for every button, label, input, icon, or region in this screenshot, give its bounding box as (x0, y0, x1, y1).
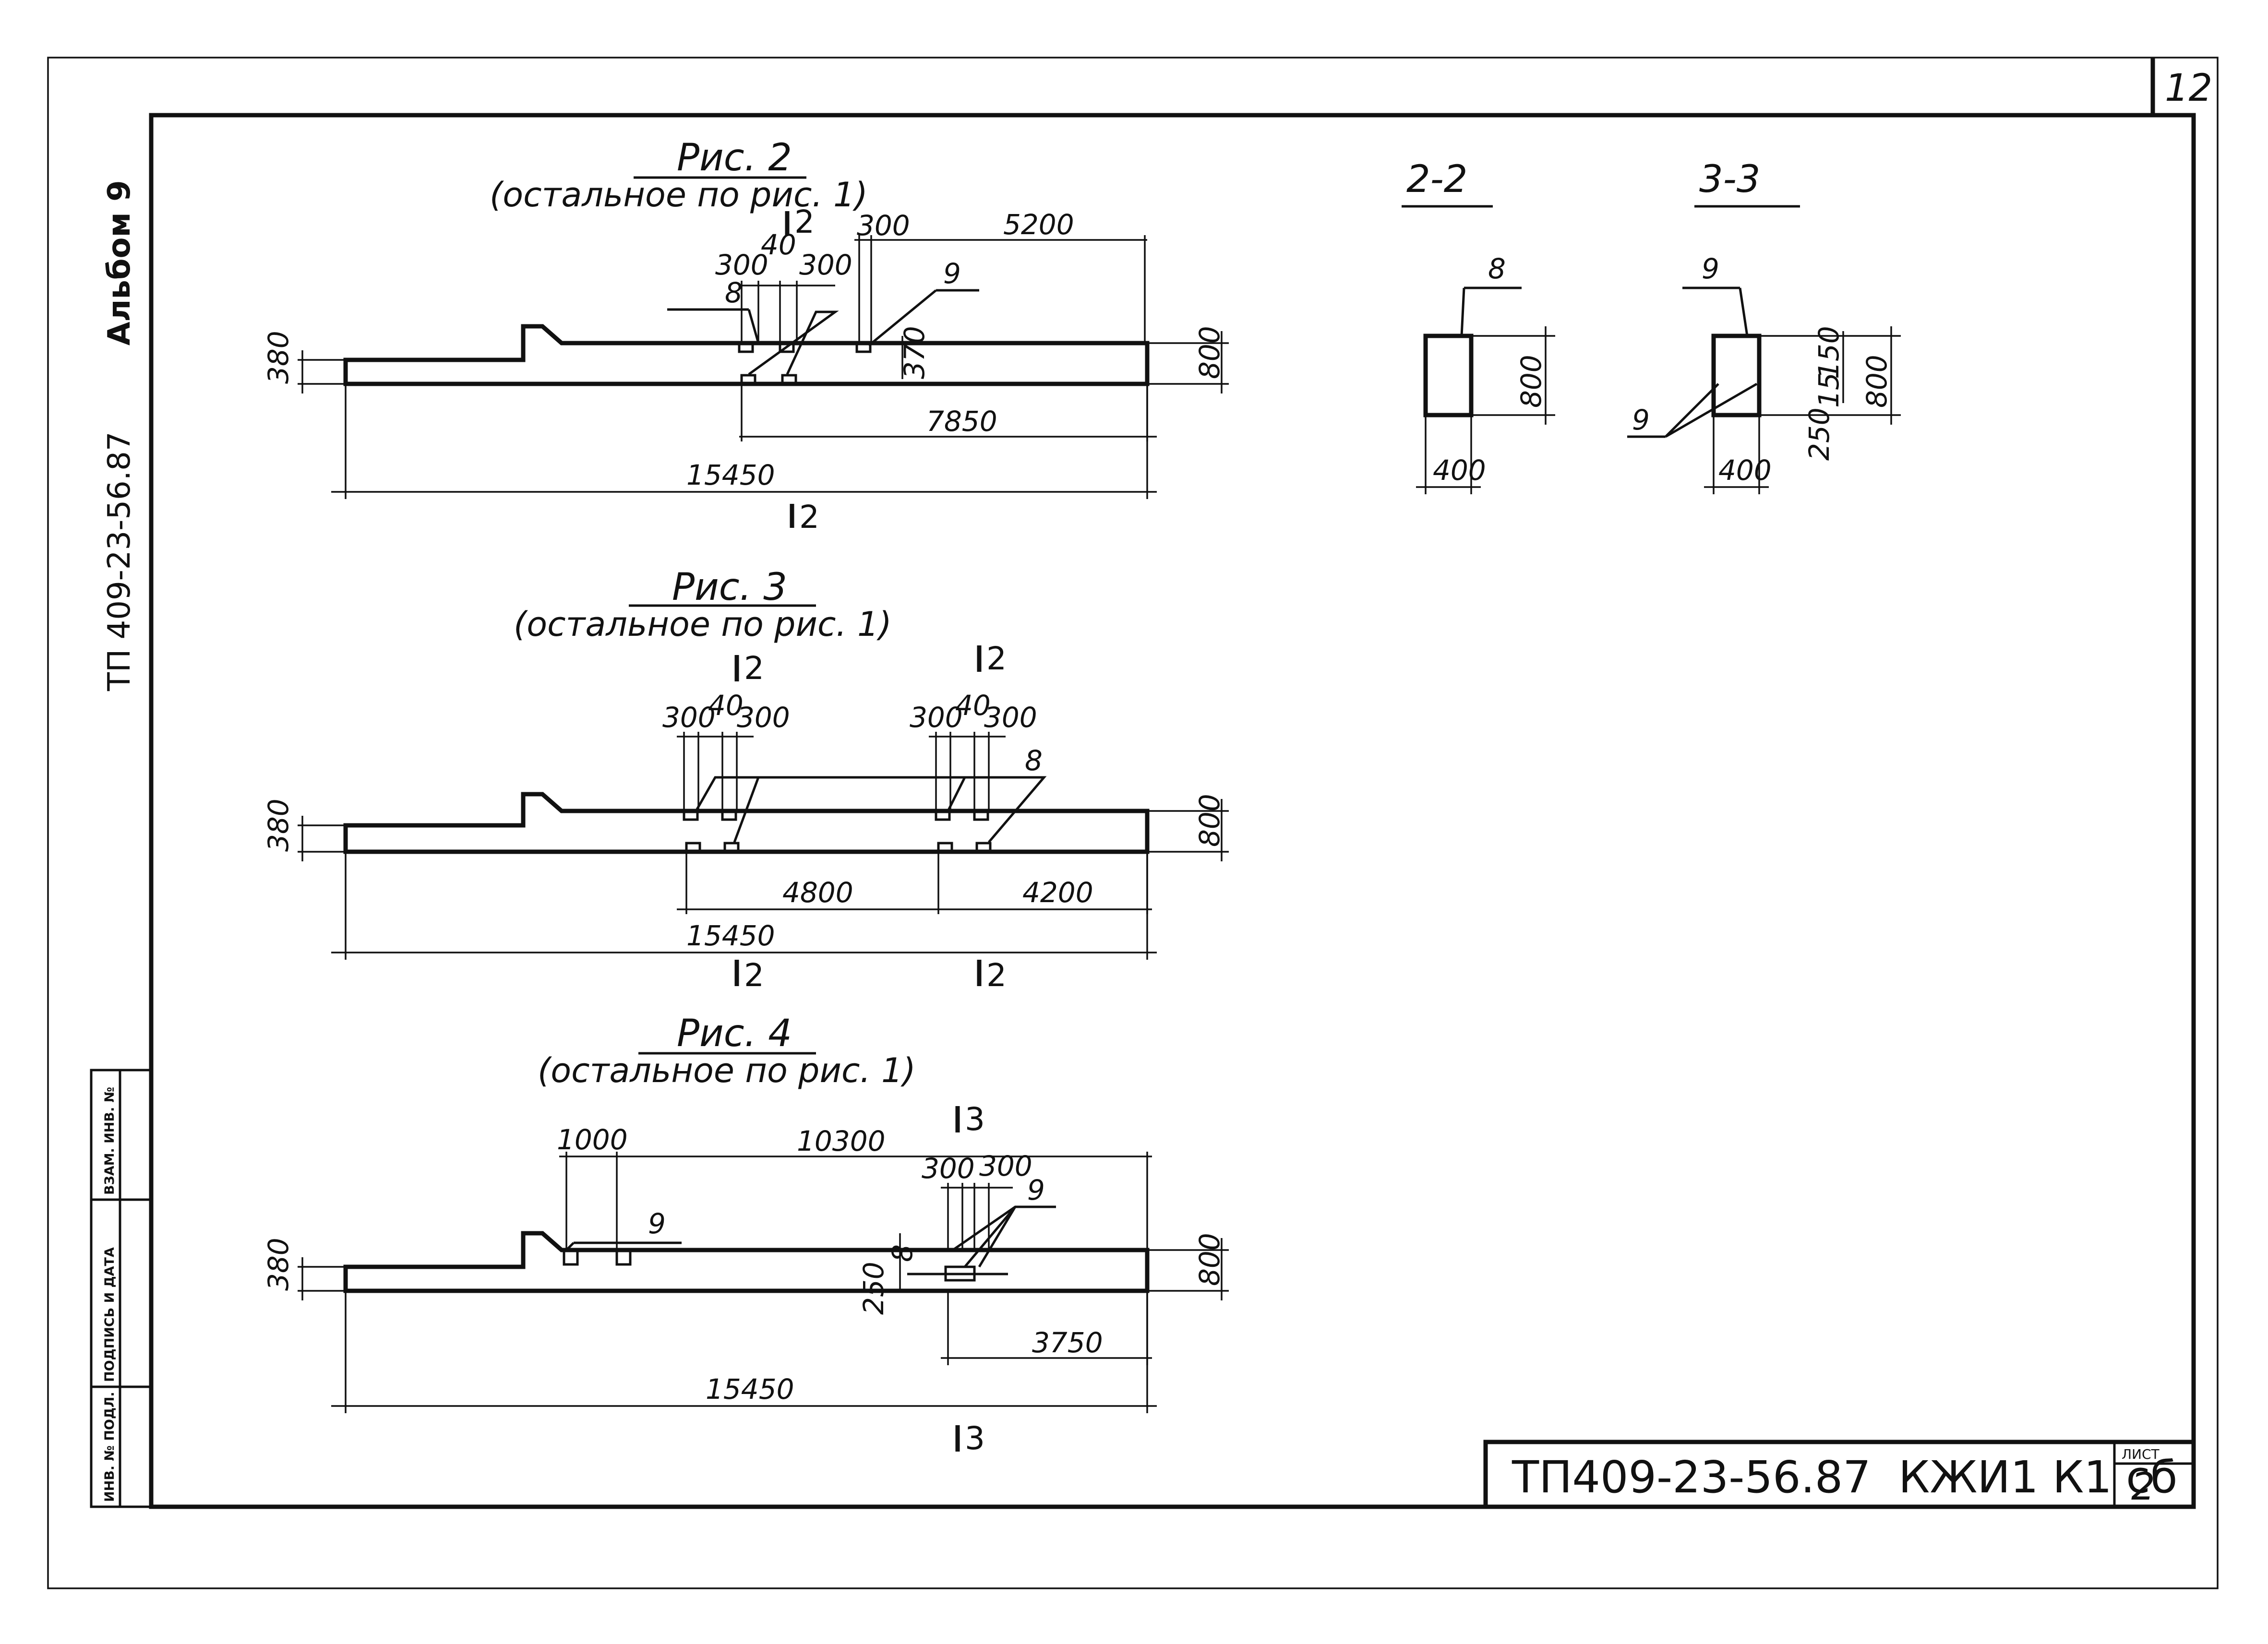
fig4-cut-top: 3 (965, 1101, 985, 1138)
fig2-dim-5200: 5200 (1003, 208, 1074, 241)
box-inv-no: ИНВ. № ПОДЛ. (102, 1392, 117, 1502)
fig3-dim-300d: 300 (984, 701, 1037, 734)
fig4-dim-300a: 300 (922, 1152, 975, 1185)
fig2-dim-40: 40 (761, 228, 796, 261)
fig4-pos-9b: 9 (1027, 1174, 1045, 1206)
fig2-title: Рис. 2 (677, 136, 792, 179)
fig3-dim-300b: 300 (737, 701, 790, 734)
fig4-cut-bottom: 3 (965, 1420, 985, 1457)
section-2-2: 2-2 8 800 400 (1402, 158, 1555, 494)
fig3-subtitle: (остальное по рис. 1) (514, 605, 892, 644)
fig3-dim-15450: 15450 (686, 919, 775, 952)
fig4-dim-800: 800 (1193, 1233, 1226, 1286)
fig2-dim-300c: 300 (857, 209, 910, 242)
fig4-dim-1000: 1000 (557, 1123, 628, 1156)
list-label: ЛИСТ (2122, 1446, 2160, 1462)
fig2-subtitle: (остальное по рис. 1) (490, 175, 868, 214)
fig2-dim-380: 380 (262, 331, 295, 384)
fig4-dim-8: 8 (886, 1244, 919, 1262)
sec22-outline (1423, 334, 1474, 417)
sec33-pos-9-top: 9 (1702, 252, 1719, 285)
figure-3: Рис. 3 (остальное по рис. 1) 2 2 2 2 8 (262, 566, 1229, 994)
fig4-dim-250: 250 (857, 1262, 890, 1315)
sec33-title: 3-3 (1699, 158, 1760, 201)
section-3-3: 3-3 9 9 800 150 15 250 400 (1627, 158, 1901, 494)
sec33-pos-9-left: 9 (1632, 404, 1650, 436)
approval-boxes: ИНВ. № ПОДЛ. ПОДПИСЬ И ДАТА ВЗАМ. ИНВ. № (90, 1069, 153, 1508)
fig3-beam-outline (343, 792, 1150, 854)
fig3-dim-4800: 4800 (782, 876, 853, 909)
fig4-dim-380: 380 (262, 1238, 295, 1291)
stamp-code: ТП409-23-56.87 (1512, 1452, 1871, 1503)
fig3-cut-4: 2 (986, 957, 1007, 994)
fig3-title: Рис. 3 (672, 566, 787, 609)
sec33-outline (1711, 334, 1762, 417)
outer-frame (47, 57, 2219, 1589)
stamp-mark: КЖИ1 К1 сб (1898, 1452, 2177, 1503)
sec33-dim-15: 15 (1812, 372, 1845, 408)
fig3-dim-40a: 40 (708, 689, 744, 722)
fig2-dim-800: 800 (1193, 326, 1226, 379)
box-replace-no: ВЗАМ. ИНВ. № (102, 1087, 117, 1195)
page-number: 12 (2165, 67, 2212, 110)
title-block: ТП409-23-56.87 КЖИ1 К1 сб ЛИСТ 2 (1483, 1440, 2196, 1509)
fig3-cut-3: 2 (744, 957, 764, 994)
fig4-beam-outline (343, 1231, 1150, 1293)
figure-2: Рис. 2 (остальное по рис. 1) 2 2 8 9 300… (262, 136, 1229, 536)
inner-frame (149, 113, 2196, 1509)
fig2-dim-370: 370 (898, 326, 931, 379)
fig4-title: Рис. 4 (677, 1012, 792, 1055)
fig3-cut-2: 2 (986, 640, 1007, 677)
fig2-dim-300a: 300 (715, 249, 768, 281)
sec33-dim-150: 150 (1812, 326, 1845, 379)
fig4-subtitle: (остальное по рис. 1) (538, 1051, 916, 1090)
sec33-dim-250: 250 (1803, 407, 1836, 461)
fig4-dim-300b: 300 (979, 1150, 1032, 1182)
album-label: Альбом 9 (102, 180, 137, 345)
fig3-dim-4200: 4200 (1022, 876, 1093, 909)
fig3-dim-300a: 300 (662, 701, 716, 734)
sec22-dim-400: 400 (1433, 454, 1486, 487)
sec22-dim-800: 800 (1515, 355, 1548, 408)
sec22-pos-8: 8 (1488, 252, 1506, 285)
fig2-cut-top: 2 (794, 203, 815, 240)
list-number: 2 (2131, 1465, 2155, 1509)
sec33-dim-400: 400 (1718, 454, 1772, 487)
fig3-dim-800: 800 (1193, 794, 1226, 847)
fig2-pos-9: 9 (943, 257, 961, 290)
fig2-dim-15450: 15450 (686, 459, 775, 491)
sec22-title: 2-2 (1406, 158, 1467, 201)
fig2-beam-outline (343, 324, 1150, 386)
fig3-dim-40b: 40 (955, 689, 991, 722)
fig2-pos-8: 8 (725, 276, 743, 309)
sec33-dim-800: 800 (1860, 355, 1893, 408)
fig4-pos-9a: 9 (648, 1207, 666, 1240)
fig4-dim-15450: 15450 (706, 1373, 794, 1406)
page-number-box: 12 (2150, 58, 2212, 115)
fig3-pos-8: 8 (1025, 744, 1043, 777)
fig3-cut-1: 2 (744, 650, 764, 687)
figure-4: Рис. 4 (остальное по рис. 1) 3 3 9 1000 … (262, 1012, 1229, 1457)
box-sign-date: ПОДПИСЬ И ДАТА (102, 1247, 117, 1382)
side-code: ТП 409-23-56.87 (102, 431, 137, 691)
fig2-dim-7850: 7850 (926, 405, 997, 438)
fig3-dim-300c: 300 (910, 701, 963, 734)
fig4-dim-3750: 3750 (1032, 1326, 1103, 1359)
fig3-dim-380: 380 (262, 798, 295, 852)
fig2-dim-300b: 300 (799, 249, 852, 281)
fig2-cut-bottom: 2 (799, 499, 819, 536)
fig4-dim-10300: 10300 (797, 1125, 886, 1157)
